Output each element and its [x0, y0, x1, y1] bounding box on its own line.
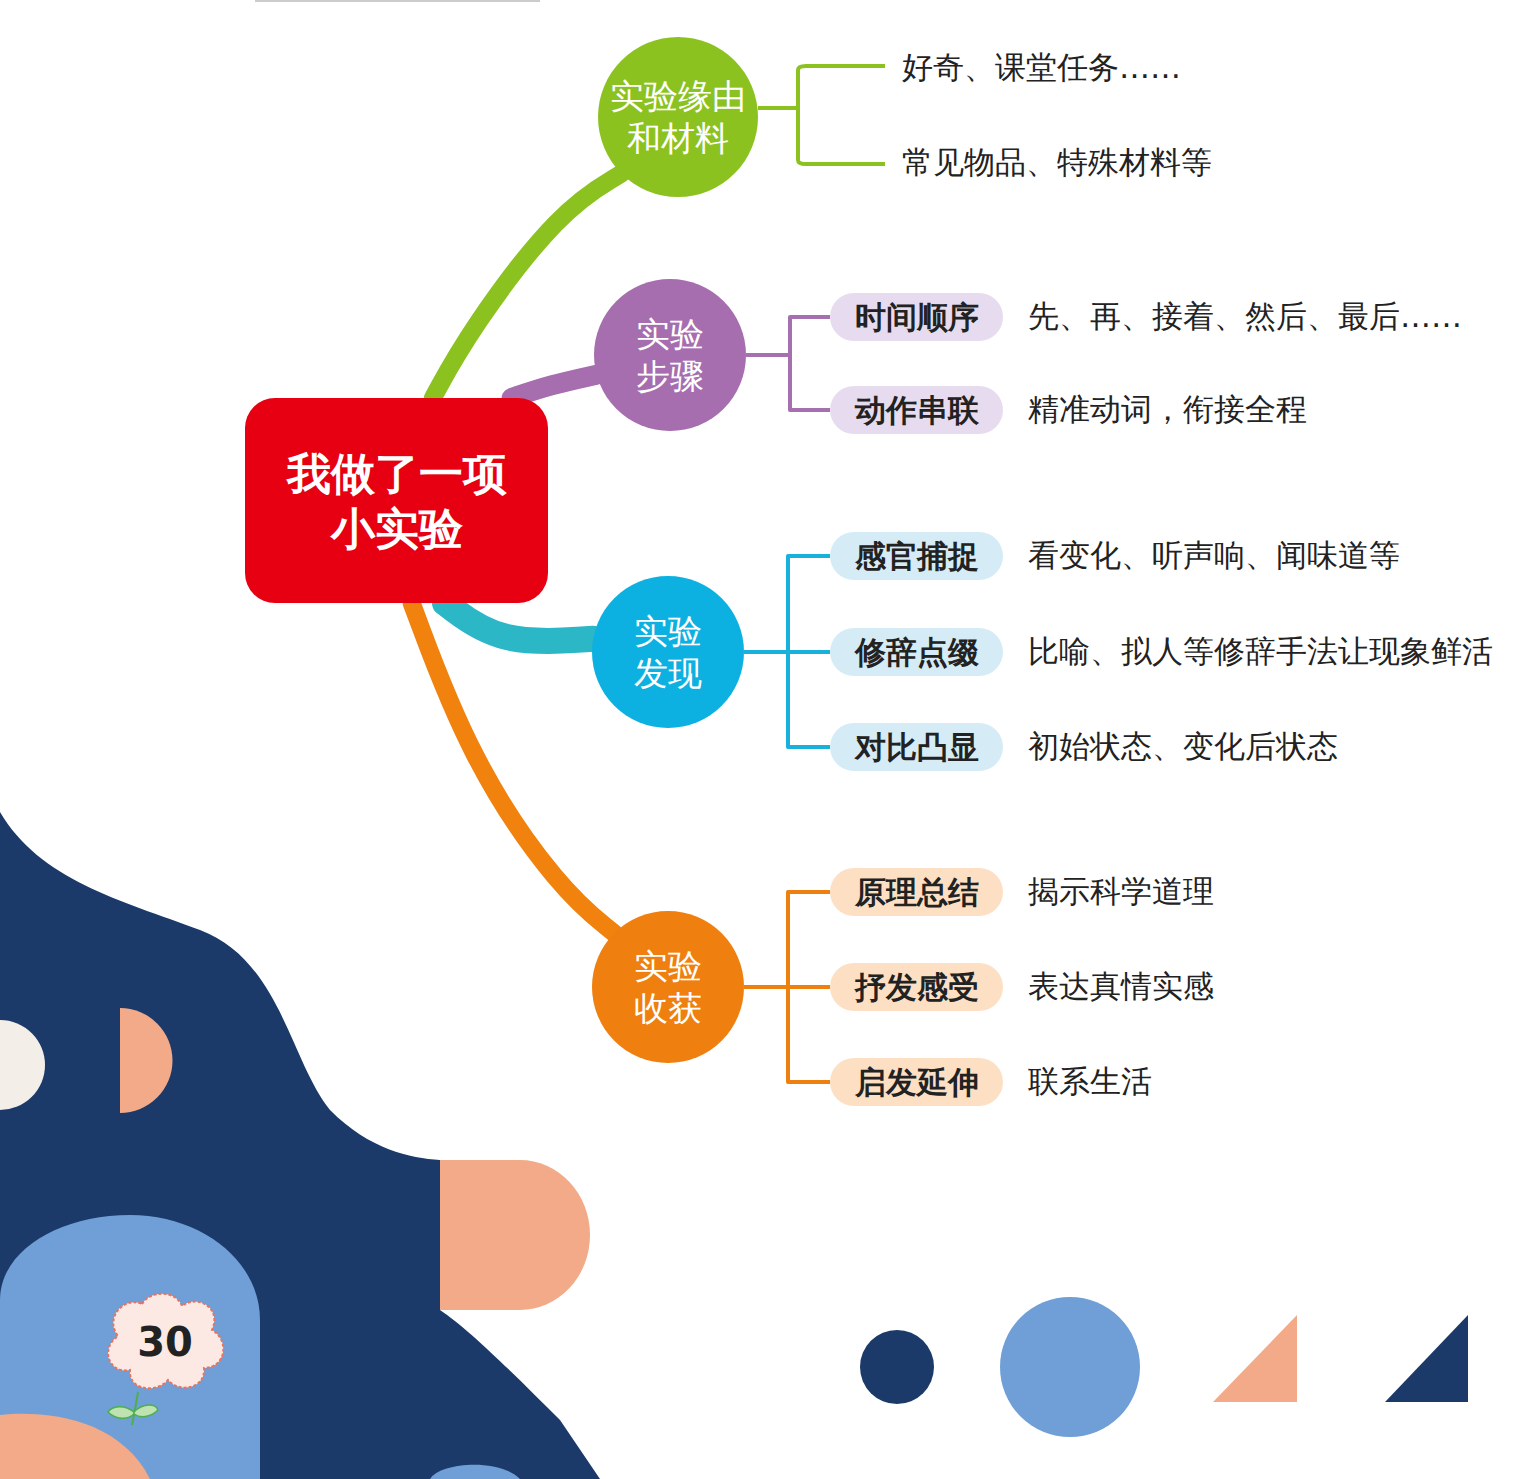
- circle-shape: [592, 911, 744, 1063]
- topic-pill: 时间顺序: [830, 293, 1003, 341]
- branch-band: [445, 603, 593, 641]
- node-text: 感官捕捉: [855, 537, 979, 576]
- circle-fill: [598, 37, 758, 197]
- topic-pill: 对比凸显: [830, 723, 1003, 771]
- circle-fill: [592, 576, 744, 728]
- branch-circle: 实验收获: [592, 911, 744, 1063]
- branch-circle: 实验缘由和材料: [598, 37, 758, 197]
- node-text: 对比凸显: [855, 728, 979, 767]
- branch-band: [512, 375, 597, 398]
- branch-circle: 实验发现: [592, 576, 744, 728]
- peach-d-shape: [440, 1160, 590, 1310]
- circle-fill: [594, 279, 746, 431]
- branch-note: 揭示科学道理: [1028, 873, 1214, 910]
- central-topic-box: 我做了一项 小实验: [245, 398, 548, 603]
- bracket-line: [758, 66, 885, 164]
- bracket-connector: [746, 317, 830, 355]
- top-rule: [255, 0, 540, 2]
- branch-note: 表达真情实感: [1028, 968, 1214, 1005]
- node-text: 启发延伸: [855, 1063, 979, 1102]
- peach-corner: [0, 1414, 150, 1479]
- node-text: 实验收获: [631, 945, 705, 1030]
- flower-leaf: [134, 1405, 158, 1417]
- bracket-connector: [744, 556, 830, 652]
- peach-half-circle: [120, 1008, 173, 1113]
- branch-note: 先、再、接着、然后、最后……: [1028, 298, 1462, 335]
- circle-fill: [592, 911, 744, 1063]
- branch-note: 联系生活: [1028, 1063, 1152, 1100]
- node-text: 动作串联: [855, 391, 979, 430]
- branch-band: [433, 174, 622, 398]
- navy-dot: [860, 1330, 934, 1404]
- node-text: 抒发感受: [855, 968, 979, 1007]
- topic-pill: 修辞点缀: [830, 628, 1003, 676]
- topic-pill: 原理总结: [830, 868, 1003, 916]
- node-text: 原理总结: [855, 873, 979, 912]
- topic-pill: 抒发感受: [830, 963, 1003, 1011]
- blue-bump: [430, 1465, 520, 1479]
- branch-note: 看变化、听声响、闻味道等: [1028, 537, 1400, 574]
- node-text: 实验缘由和材料: [607, 75, 749, 160]
- branch-note: 常见物品、特殊材料等: [902, 144, 1212, 181]
- navy-blob: [0, 812, 600, 1479]
- page-number-flower: 30: [102, 1290, 228, 1394]
- circle-shape: [598, 37, 758, 197]
- topic-pill: 动作串联: [830, 386, 1003, 434]
- node-text: 修辞点缀: [855, 633, 979, 672]
- bracket-connector: [744, 892, 830, 987]
- blue-arch: [0, 1215, 260, 1479]
- circle-shape: [594, 279, 746, 431]
- circle-shape: [592, 576, 744, 728]
- bracket-connector: [746, 355, 830, 410]
- node-text: 我做了一项 小实验: [281, 446, 513, 556]
- flower-outline: [108, 1294, 223, 1389]
- branch-circle: 实验步骤: [594, 279, 746, 431]
- node-text: 时间顺序: [855, 298, 979, 337]
- branch-note: 比喻、拟人等修辞手法让现象鲜活: [1028, 633, 1493, 670]
- page-number: 30: [137, 1317, 193, 1367]
- blue-dot: [1000, 1297, 1140, 1437]
- topic-pill: 启发延伸: [830, 1058, 1003, 1106]
- branch-note: 好奇、课堂任务……: [902, 49, 1181, 86]
- branch-band: [412, 603, 615, 933]
- cream-half-circle: [0, 1020, 45, 1110]
- branch-note: 初始状态、变化后状态: [1028, 728, 1338, 765]
- branch-note: 精准动词，衔接全程: [1028, 391, 1307, 428]
- bracket-connector: [744, 987, 830, 1082]
- bracket-connector: [744, 652, 830, 747]
- topic-pill: 感官捕捉: [830, 532, 1003, 580]
- navy-triangle: [1385, 1315, 1468, 1402]
- peach-triangle: [1213, 1315, 1297, 1402]
- node-text: 实验步骤: [633, 313, 707, 398]
- flower-leaf: [108, 1407, 134, 1419]
- node-text: 实验发现: [631, 610, 705, 695]
